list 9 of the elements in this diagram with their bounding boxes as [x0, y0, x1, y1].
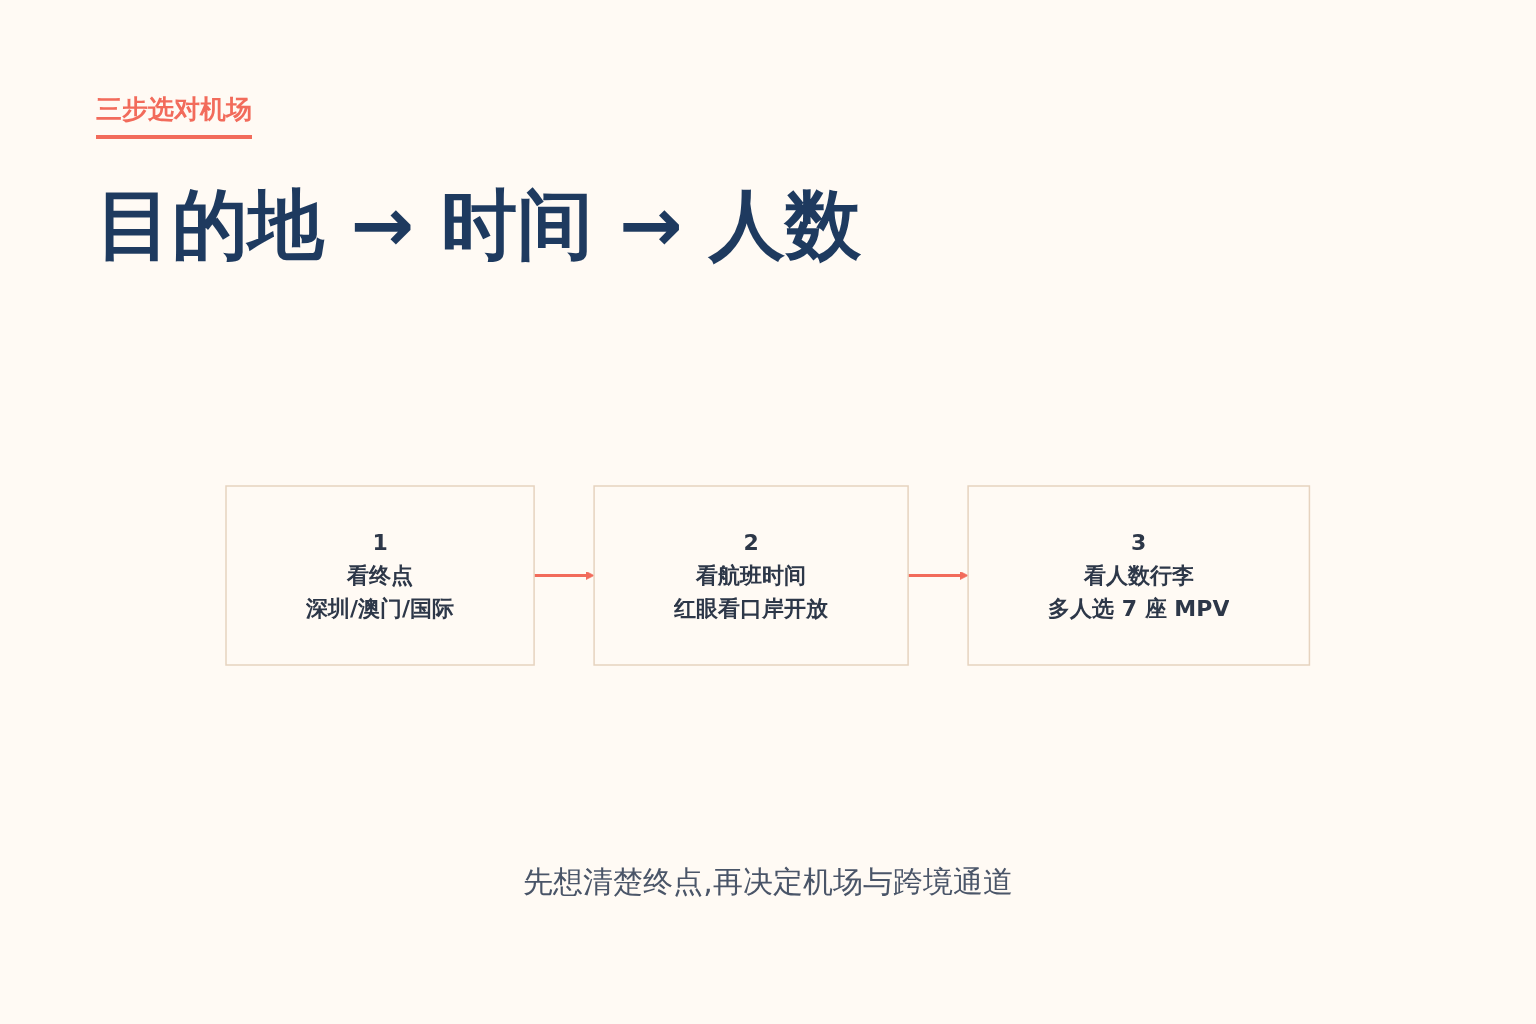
title: 目的地 → 时间 → 人数 — [96, 179, 862, 271]
arrow — [534, 570, 595, 580]
arrow — [908, 570, 969, 580]
node-box — [967, 484, 1311, 666]
node-box — [593, 484, 910, 666]
node-box — [225, 484, 536, 666]
caption: 先想清楚终点,再决定机场与跨境通道 — [522, 863, 1014, 901]
flowchart: 1 看终点 深圳/澳门/国际 2 看航班时间 红眼看口岸开放 3 看人数行李 多人选 7 座 MPV — [218, 477, 1318, 673]
eyebrow-label: 三步选对机场 — [96, 92, 252, 139]
